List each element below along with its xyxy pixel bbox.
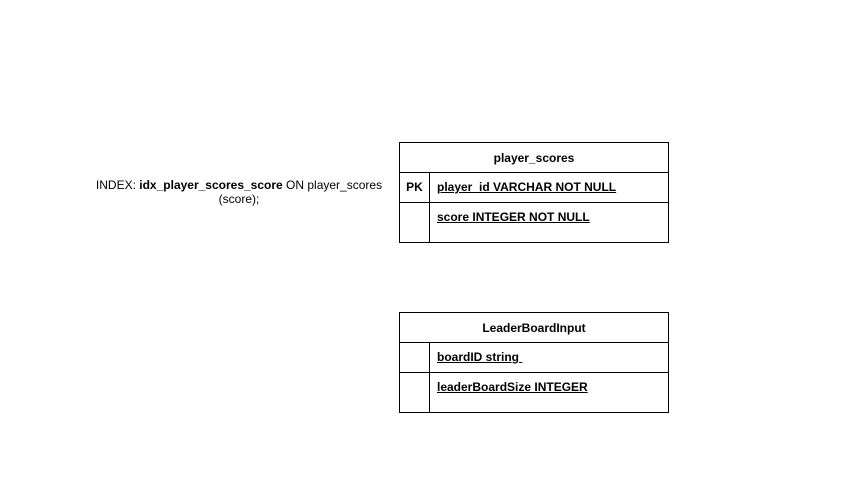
attribute-cell: player_id VARCHAR NOT NULL: [437, 180, 617, 194]
index-annotation: INDEX: idx_player_scores_score ON player…: [88, 178, 390, 206]
index-name: idx_player_scores_score: [139, 178, 283, 192]
entity-row[interactable]: score INTEGER NOT NULL: [400, 203, 668, 242]
entity-row[interactable]: boardID string: [400, 343, 668, 373]
entity-title: player_scores: [400, 143, 668, 173]
index-prefix: INDEX:: [95, 178, 140, 192]
entity-row[interactable]: PK player_id VARCHAR NOT NULL: [400, 173, 668, 203]
entity-leaderboard-input[interactable]: LeaderBoardInput boardID string leaderBo…: [399, 312, 669, 413]
key-cell: [400, 373, 430, 412]
entity-row[interactable]: leaderBoardSize INTEGER: [400, 373, 668, 412]
attribute-cell: score INTEGER NOT NULL: [437, 210, 590, 224]
key-cell: [400, 343, 430, 372]
attribute-cell: leaderBoardSize INTEGER: [437, 380, 588, 394]
index-suffix: ON player_scores (score);: [218, 178, 383, 206]
entity-title: LeaderBoardInput: [400, 313, 668, 343]
attribute-cell: boardID string: [437, 350, 523, 364]
key-cell: PK: [400, 173, 430, 202]
key-cell: [400, 203, 430, 242]
entity-player-scores[interactable]: player_scores PK player_id VARCHAR NOT N…: [399, 142, 669, 243]
